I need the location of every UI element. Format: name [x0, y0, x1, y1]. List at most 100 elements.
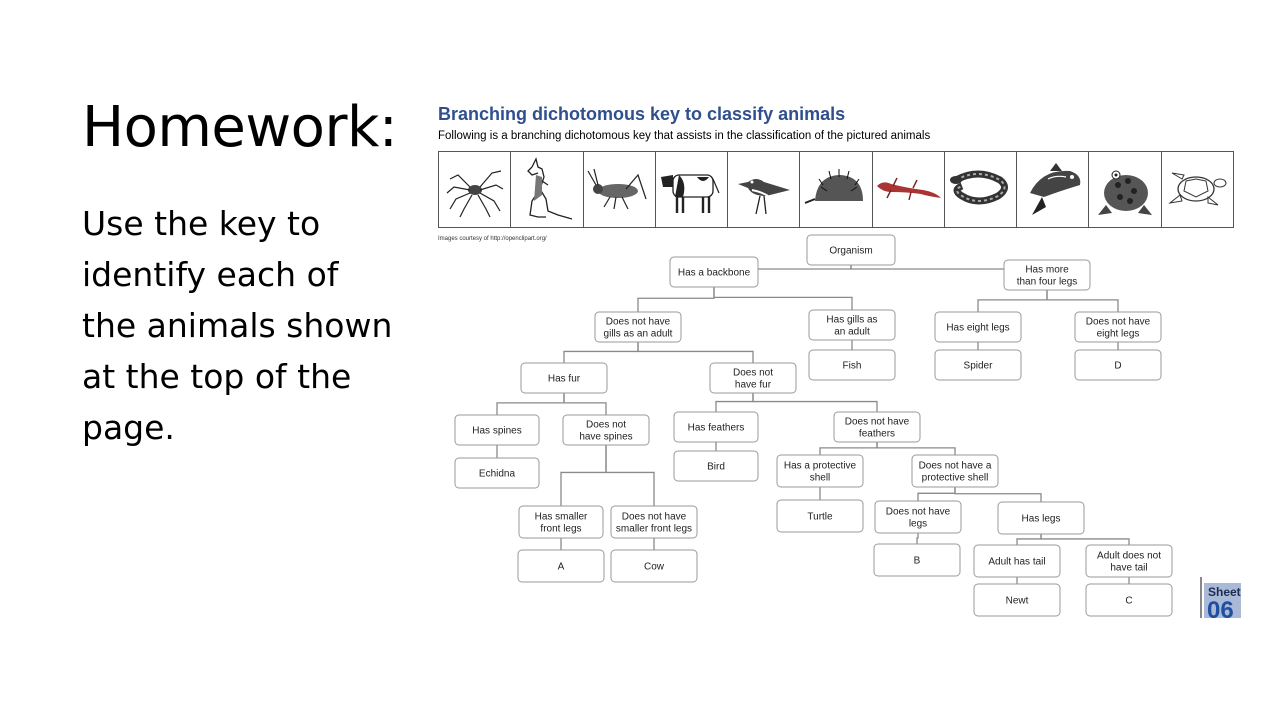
tree-edge [917, 487, 956, 501]
key-node-feathers: Has feathers [673, 411, 759, 443]
sheet-label: Sheet [1208, 585, 1241, 599]
key-node-label: Does not have a [919, 461, 992, 472]
tree-edge [1016, 534, 1042, 545]
key-subtitle: Following is a branching dichotomous key… [438, 130, 931, 142]
key-node-label: shell [810, 473, 831, 484]
animal-cell [873, 152, 945, 227]
key-node-label: Does not have [845, 417, 910, 428]
tree-edge [819, 442, 878, 455]
animal-cell [1089, 152, 1162, 227]
key-node-label: Does not have [622, 512, 687, 523]
sheet-number: 06 [1207, 597, 1234, 618]
key-node-label: Newt [1006, 596, 1029, 607]
cricket-icon [587, 168, 647, 209]
key-node-backbone: Has a backbone [669, 256, 759, 288]
tree-edges [496, 257, 1130, 584]
animal-cell [511, 152, 584, 227]
tree-edge [876, 442, 956, 455]
key-node-label: C [1125, 596, 1132, 607]
tree-edge [496, 393, 565, 415]
key-node-spider: Spider [934, 349, 1022, 381]
animal-cell [800, 152, 873, 227]
tree-edge [1046, 290, 1119, 312]
fish-icon [1029, 162, 1081, 215]
key-node-label: Does not [733, 368, 773, 379]
tree-edge [916, 533, 919, 544]
key-node-c: C [1085, 583, 1173, 617]
key-node-label: D [1114, 361, 1121, 372]
tree-edge [563, 393, 607, 415]
key-node-label: Has a protective [784, 461, 857, 472]
key-node-label: protective shell [922, 473, 989, 484]
animal-image-strip [438, 151, 1234, 228]
key-node-tail: Adult has tail [973, 544, 1061, 578]
key-node-label: Has spines [472, 426, 521, 437]
tree-edge [560, 445, 607, 506]
animal-cell [1162, 152, 1233, 227]
tree-edge [563, 342, 639, 363]
key-node-label: Has smaller [535, 512, 588, 523]
turtle-icon [1168, 172, 1227, 205]
key-node-a: A [517, 549, 605, 583]
slide-title: Homework: [82, 95, 398, 160]
key-node-label: front legs [540, 524, 581, 535]
echidna-icon [804, 168, 863, 204]
animal-cell [584, 152, 656, 227]
key-node-fur: Has fur [520, 362, 608, 394]
key-node-label: Does not have [1086, 317, 1151, 328]
tree-edge [605, 445, 655, 506]
key-node-b: B [873, 543, 961, 577]
key-node-label: have fur [735, 380, 772, 391]
key-node-label: Has gills as [826, 315, 877, 326]
bird-icon [737, 178, 790, 214]
animal-cell [1017, 152, 1090, 227]
key-node-label: than four legs [1017, 277, 1078, 288]
key-node-label: Organism [829, 246, 872, 257]
key-node-echidna: Echidna [454, 457, 540, 489]
key-node-label: Cow [644, 562, 665, 573]
key-node-label: Adult has tail [988, 557, 1045, 568]
key-node-label: Fish [843, 361, 862, 372]
tree-edge [715, 393, 754, 412]
tree-edge [637, 342, 754, 363]
key-node-newt: Newt [973, 583, 1061, 617]
key-node-label: have tail [1110, 563, 1147, 574]
tree-edge [977, 290, 1048, 312]
key-node-label: Has feathers [688, 423, 745, 434]
key-node-label: Does not have [606, 317, 671, 328]
key-node-label: Has eight legs [946, 323, 1009, 334]
animal-cell [945, 152, 1018, 227]
key-node-label: Has fur [548, 374, 581, 385]
key-node-label: Has a backbone [678, 268, 751, 279]
homework-instructions: Use the key to identify each of the anim… [82, 204, 393, 447]
key-title: Branching dichotomous key to classify an… [438, 104, 846, 124]
key-node-fish: Fish [808, 349, 896, 381]
key-node-label: smaller front legs [616, 524, 692, 535]
key-node-label: feathers [859, 429, 895, 440]
key-node-bird: Bird [673, 450, 759, 482]
sheet-badge: Sheet 06 [1200, 577, 1241, 618]
key-node-label: B [914, 556, 921, 567]
tree-edge [954, 487, 1042, 502]
newt-icon [877, 177, 942, 200]
animal-cell [656, 152, 729, 227]
key-node-eight-legs: Has eight legs [934, 311, 1022, 343]
tree-edge [713, 287, 853, 310]
kangaroo-icon [526, 156, 573, 220]
key-node-legs: Has legs [997, 501, 1085, 535]
tree-edge [752, 393, 878, 412]
cow-icon [661, 173, 720, 213]
key-node-organism: Organism [806, 234, 896, 266]
key-node-label: an adult [834, 327, 870, 338]
key-node-label: have spines [579, 432, 632, 443]
image-credit: Images courtesy of http://openclipart.or… [438, 236, 547, 242]
key-node-turtle: Turtle [776, 499, 864, 533]
